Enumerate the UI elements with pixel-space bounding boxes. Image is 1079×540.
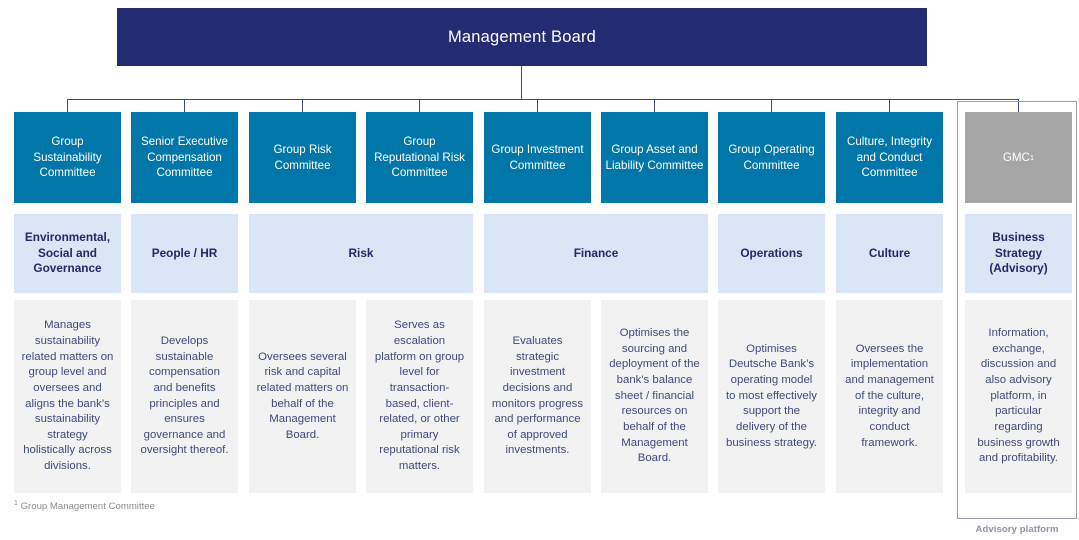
- connector-board-stem: [521, 66, 523, 100]
- band-people-hr: People / HR: [131, 214, 238, 293]
- band-business-strategy-advisory: Business Strategy (Advisory): [965, 214, 1072, 293]
- committee-box-group-reputational-risk[interactable]: Group Reputational Risk Committee: [366, 112, 473, 203]
- description-text: Information, exchange, discussion and al…: [977, 327, 1060, 465]
- committee-label: Group Asset and Liability Committee: [605, 143, 704, 172]
- description-text: Oversees the implementation and manageme…: [845, 342, 934, 449]
- connector-drop-4: [419, 99, 421, 112]
- committee-box-group-risk[interactable]: Group Risk Committee: [249, 112, 356, 203]
- band-label: People / HR: [151, 245, 218, 260]
- connector-drop-1: [67, 99, 69, 112]
- advisory-platform-caption: Advisory platform: [975, 524, 1059, 535]
- description-box-gmc: Information, exchange, discussion and al…: [965, 300, 1072, 493]
- management-board-box: Management Board: [117, 8, 927, 66]
- committee-label: Culture, Integrity and Conduct Committee: [846, 135, 933, 180]
- description-text: Optimises the sourcing and deployment of…: [609, 327, 700, 465]
- description-text: Serves as escalation platform on group l…: [374, 319, 465, 472]
- committee-label: Group Operating Committee: [728, 143, 815, 172]
- description-box-group-reputational-risk: Serves as escalation platform on group l…: [366, 300, 473, 493]
- description-box-group-investment: Evaluates strategic investment decisions…: [484, 300, 591, 493]
- band-label: Culture: [868, 245, 911, 260]
- description-box-group-sustainability: Manages sustainability related matters o…: [14, 300, 121, 493]
- advisory-platform-frame: [957, 101, 1077, 519]
- committee-box-group-investment[interactable]: Group Investment Committee: [484, 112, 591, 203]
- description-text: Evaluates strategic investment decisions…: [491, 335, 584, 457]
- band-label: Business Strategy (Advisory): [989, 229, 1048, 276]
- connector-drop-6: [654, 99, 656, 112]
- description-text: Manages sustainability related matters o…: [21, 319, 114, 472]
- description-text: Develops sustainable compensation and be…: [140, 335, 229, 457]
- committee-box-group-operating[interactable]: Group Operating Committee: [718, 112, 825, 203]
- connector-bus: [67, 99, 1019, 101]
- band-label: Risk: [348, 245, 374, 260]
- footnote: 1 Group Management Committee: [14, 499, 155, 512]
- committee-label: Senior Executive Compensation Committee: [141, 135, 228, 180]
- band-environmental-social-governance: Environmental, Social and Governance: [14, 214, 121, 293]
- connector-drop-3: [302, 99, 304, 112]
- description-text: Oversees several risk and capital relate…: [256, 350, 349, 441]
- band-finance: Finance: [484, 214, 708, 293]
- band-label: Environmental, Social and Governance: [24, 229, 111, 276]
- committee-label: Group Sustainability Committee: [33, 135, 102, 180]
- description-box-culture-integrity-and-conduct: Oversees the implementation and manageme…: [836, 300, 943, 493]
- committee-label: Group Investment Committee: [491, 143, 584, 172]
- management-board-label: Management Board: [447, 27, 597, 46]
- connector-drop-9: [1018, 99, 1020, 112]
- committee-box-group-asset-and-liability[interactable]: Group Asset and Liability Committee: [601, 112, 708, 203]
- band-label: Operations: [740, 245, 803, 260]
- band-operations: Operations: [718, 214, 825, 293]
- description-box-senior-executive-compensation: Develops sustainable compensation and be…: [131, 300, 238, 493]
- connector-drop-7: [771, 99, 773, 112]
- connector-drop-5: [537, 99, 539, 112]
- band-culture: Culture: [836, 214, 943, 293]
- description-box-group-operating: Optimises Deutsche Bank’s operating mode…: [718, 300, 825, 493]
- description-text: Optimises Deutsche Bank’s operating mode…: [726, 342, 817, 449]
- description-box-group-risk: Oversees several risk and capital relate…: [249, 300, 356, 493]
- footnote-text: Group Management Committee: [17, 501, 155, 512]
- description-box-group-asset-and-liability: Optimises the sourcing and deployment of…: [601, 300, 708, 493]
- committee-label: GMC: [1002, 150, 1030, 164]
- band-label: Finance: [573, 245, 619, 260]
- committee-box-senior-executive-compensation[interactable]: Senior Executive Compensation Committee: [131, 112, 238, 203]
- committee-box-group-sustainability[interactable]: Group Sustainability Committee: [14, 112, 121, 203]
- committee-label: Group Reputational Risk Committee: [374, 135, 465, 180]
- committee-box-culture-integrity-and-conduct[interactable]: Culture, Integrity and Conduct Committee: [836, 112, 943, 203]
- connector-drop-8: [889, 99, 891, 112]
- band-risk: Risk: [249, 214, 473, 293]
- connector-drop-2: [184, 99, 186, 112]
- footnote-marker-icon: 1: [14, 499, 18, 507]
- committee-label: Group Risk Committee: [273, 143, 332, 172]
